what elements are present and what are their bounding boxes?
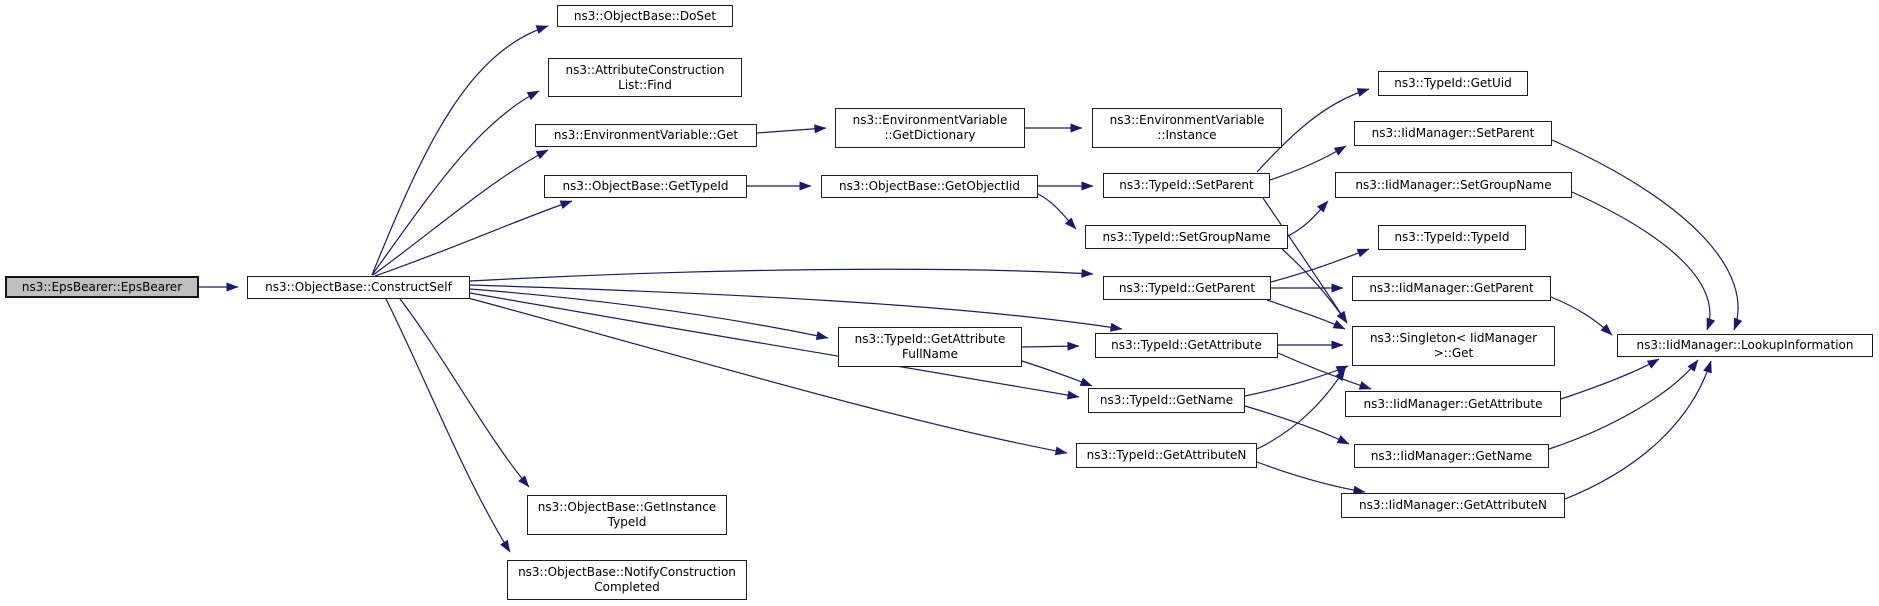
edge-typeid-get-attribute-n-iid-manager-get-attribute-n (1256, 461, 1366, 495)
edge-construct-self-typeid-get-parent (469, 268, 1094, 282)
node-iid-manager-lookup-information[interactable]: ns3::IidManager::LookupInformation (1617, 334, 1873, 357)
edge-iid-manager-get-attribute-iid-manager-lookup-information (1560, 358, 1660, 400)
edge-construct-self-object-base-get-typeid (374, 200, 573, 277)
node-eps-bearer: ns3::EpsBearer::EpsBearer (5, 276, 199, 298)
node-environment-variable-get[interactable]: ns3::EnvironmentVariable::Get (535, 124, 757, 147)
node-object-base-get-typeid[interactable]: ns3::ObjectBase::GetTypeId (544, 175, 747, 198)
node-typeid-get-name[interactable]: ns3::TypeId::GetName (1088, 388, 1245, 413)
edge-typeid-get-attribute-full-name-typeid-get-name (1021, 360, 1093, 387)
node-singleton-iid-manager-get[interactable]: ns3::Singleton< IidManager >::Get (1352, 326, 1555, 366)
edge-iid-manager-get-parent-iid-manager-lookup-information (1550, 296, 1613, 336)
edge-object-base-get-objectiid-typeid-set-group-name (1037, 193, 1077, 230)
node-typeid-set-parent[interactable]: ns3::TypeId::SetParent (1103, 173, 1270, 198)
node-iid-manager-get-parent[interactable]: ns3::IidManager::GetParent (1352, 276, 1551, 301)
edge-iid-manager-set-group-name-iid-manager-lookup-information (1571, 191, 1716, 331)
node-object-base-get-objectiid[interactable]: ns3::ObjectBase::GetObjectIid (821, 175, 1038, 198)
node-iid-manager-set-parent[interactable]: ns3::IidManager::SetParent (1354, 121, 1552, 146)
node-iid-manager-get-attribute[interactable]: ns3::IidManager::GetAttribute (1345, 391, 1561, 417)
node-environment-variable-get-dictionary[interactable]: ns3::EnvironmentVariable ::GetDictionary (835, 108, 1025, 148)
edge-construct-self-object-base-get-instance-typeid (399, 298, 530, 488)
edge-typeid-get-name-iid-manager-get-name (1244, 405, 1350, 445)
node-object-base-get-instance-typeid[interactable]: ns3::ObjectBase::GetInstance TypeId (527, 495, 727, 535)
edge-construct-self-typeid-get-attribute-full-name (469, 288, 829, 341)
edge-typeid-set-group-name-singleton-iid-manager-get (1281, 248, 1348, 324)
node-iid-manager-get-name[interactable]: ns3::IidManager::GetName (1354, 444, 1549, 468)
edge-construct-self-typeid-get-name (469, 292, 1080, 400)
node-iid-manager-set-group-name[interactable]: ns3::IidManager::SetGroupName (1335, 172, 1572, 198)
edge-construct-self-typeid-get-attribute (469, 284, 1123, 332)
edge-iid-manager-set-parent-iid-manager-lookup-information (1551, 139, 1743, 331)
node-do-set[interactable]: ns3::ObjectBase::DoSet (557, 5, 733, 27)
edge-construct-self-object-base-notify-construction-completed (385, 298, 511, 553)
edge-typeid-set-parent-iid-manager-set-parent (1269, 145, 1347, 181)
edge-typeid-get-attribute-iid-manager-get-attribute (1277, 352, 1372, 390)
edge-typeid-get-attribute-n-singleton-iid-manager-get (1256, 368, 1346, 450)
node-typeid-get-attribute-n[interactable]: ns3::TypeId::GetAttributeN (1076, 443, 1257, 468)
edge-iid-manager-get-name-iid-manager-lookup-information (1548, 359, 1699, 450)
node-object-base-notify-construction-completed[interactable]: ns3::ObjectBase::NotifyConstruction Comp… (507, 560, 747, 600)
edge-typeid-get-name-singleton-iid-manager-get (1244, 365, 1349, 397)
node-attribute-construction-list-find[interactable]: ns3::AttributeConstruction List::Find (548, 58, 742, 97)
node-typeid-set-group-name[interactable]: ns3::TypeId::SetGroupName (1085, 225, 1288, 249)
edge-environment-variable-get-environment-variable-get-dictionary (756, 124, 827, 134)
edge-construct-self-do-set (371, 25, 549, 276)
node-typeid-get-parent[interactable]: ns3::TypeId::GetParent (1103, 276, 1271, 300)
node-typeid-get-attribute[interactable]: ns3::TypeId::GetAttribute (1095, 333, 1278, 358)
node-construct-self[interactable]: ns3::ObjectBase::ConstructSelf (247, 276, 470, 299)
edge-typeid-set-group-name-iid-manager-set-group-name (1287, 200, 1329, 237)
edge-construct-self-environment-variable-get (372, 149, 549, 276)
edge-typeid-get-attribute-full-name-typeid-get-attribute (1021, 341, 1080, 351)
edge-construct-self-typeid-get-attribute-n (467, 297, 1068, 456)
edge-construct-self-attribute-construction-list-find (371, 90, 540, 276)
node-typeid-get-uid[interactable]: ns3::TypeId::GetUid (1378, 71, 1528, 96)
node-iid-manager-get-attribute-n[interactable]: ns3::IidManager::GetAttributeN (1341, 493, 1565, 518)
edge-typeid-get-parent-typeid-typeid (1270, 248, 1370, 283)
node-typeid-get-attribute-full-name[interactable]: ns3::TypeId::GetAttribute FullName (838, 327, 1022, 367)
edge-typeid-get-parent-singleton-iid-manager-get (1266, 299, 1346, 330)
node-environment-variable-instance[interactable]: ns3::EnvironmentVariable ::Instance (1092, 108, 1282, 148)
edge-typeid-set-parent-singleton-iid-manager-get (1262, 197, 1348, 324)
edge-typeid-set-parent-typeid-get-uid (1256, 88, 1370, 173)
node-typeid-typeid[interactable]: ns3::TypeId::TypeId (1378, 225, 1526, 250)
edge-iid-manager-get-attribute-n-iid-manager-lookup-information (1564, 360, 1712, 500)
